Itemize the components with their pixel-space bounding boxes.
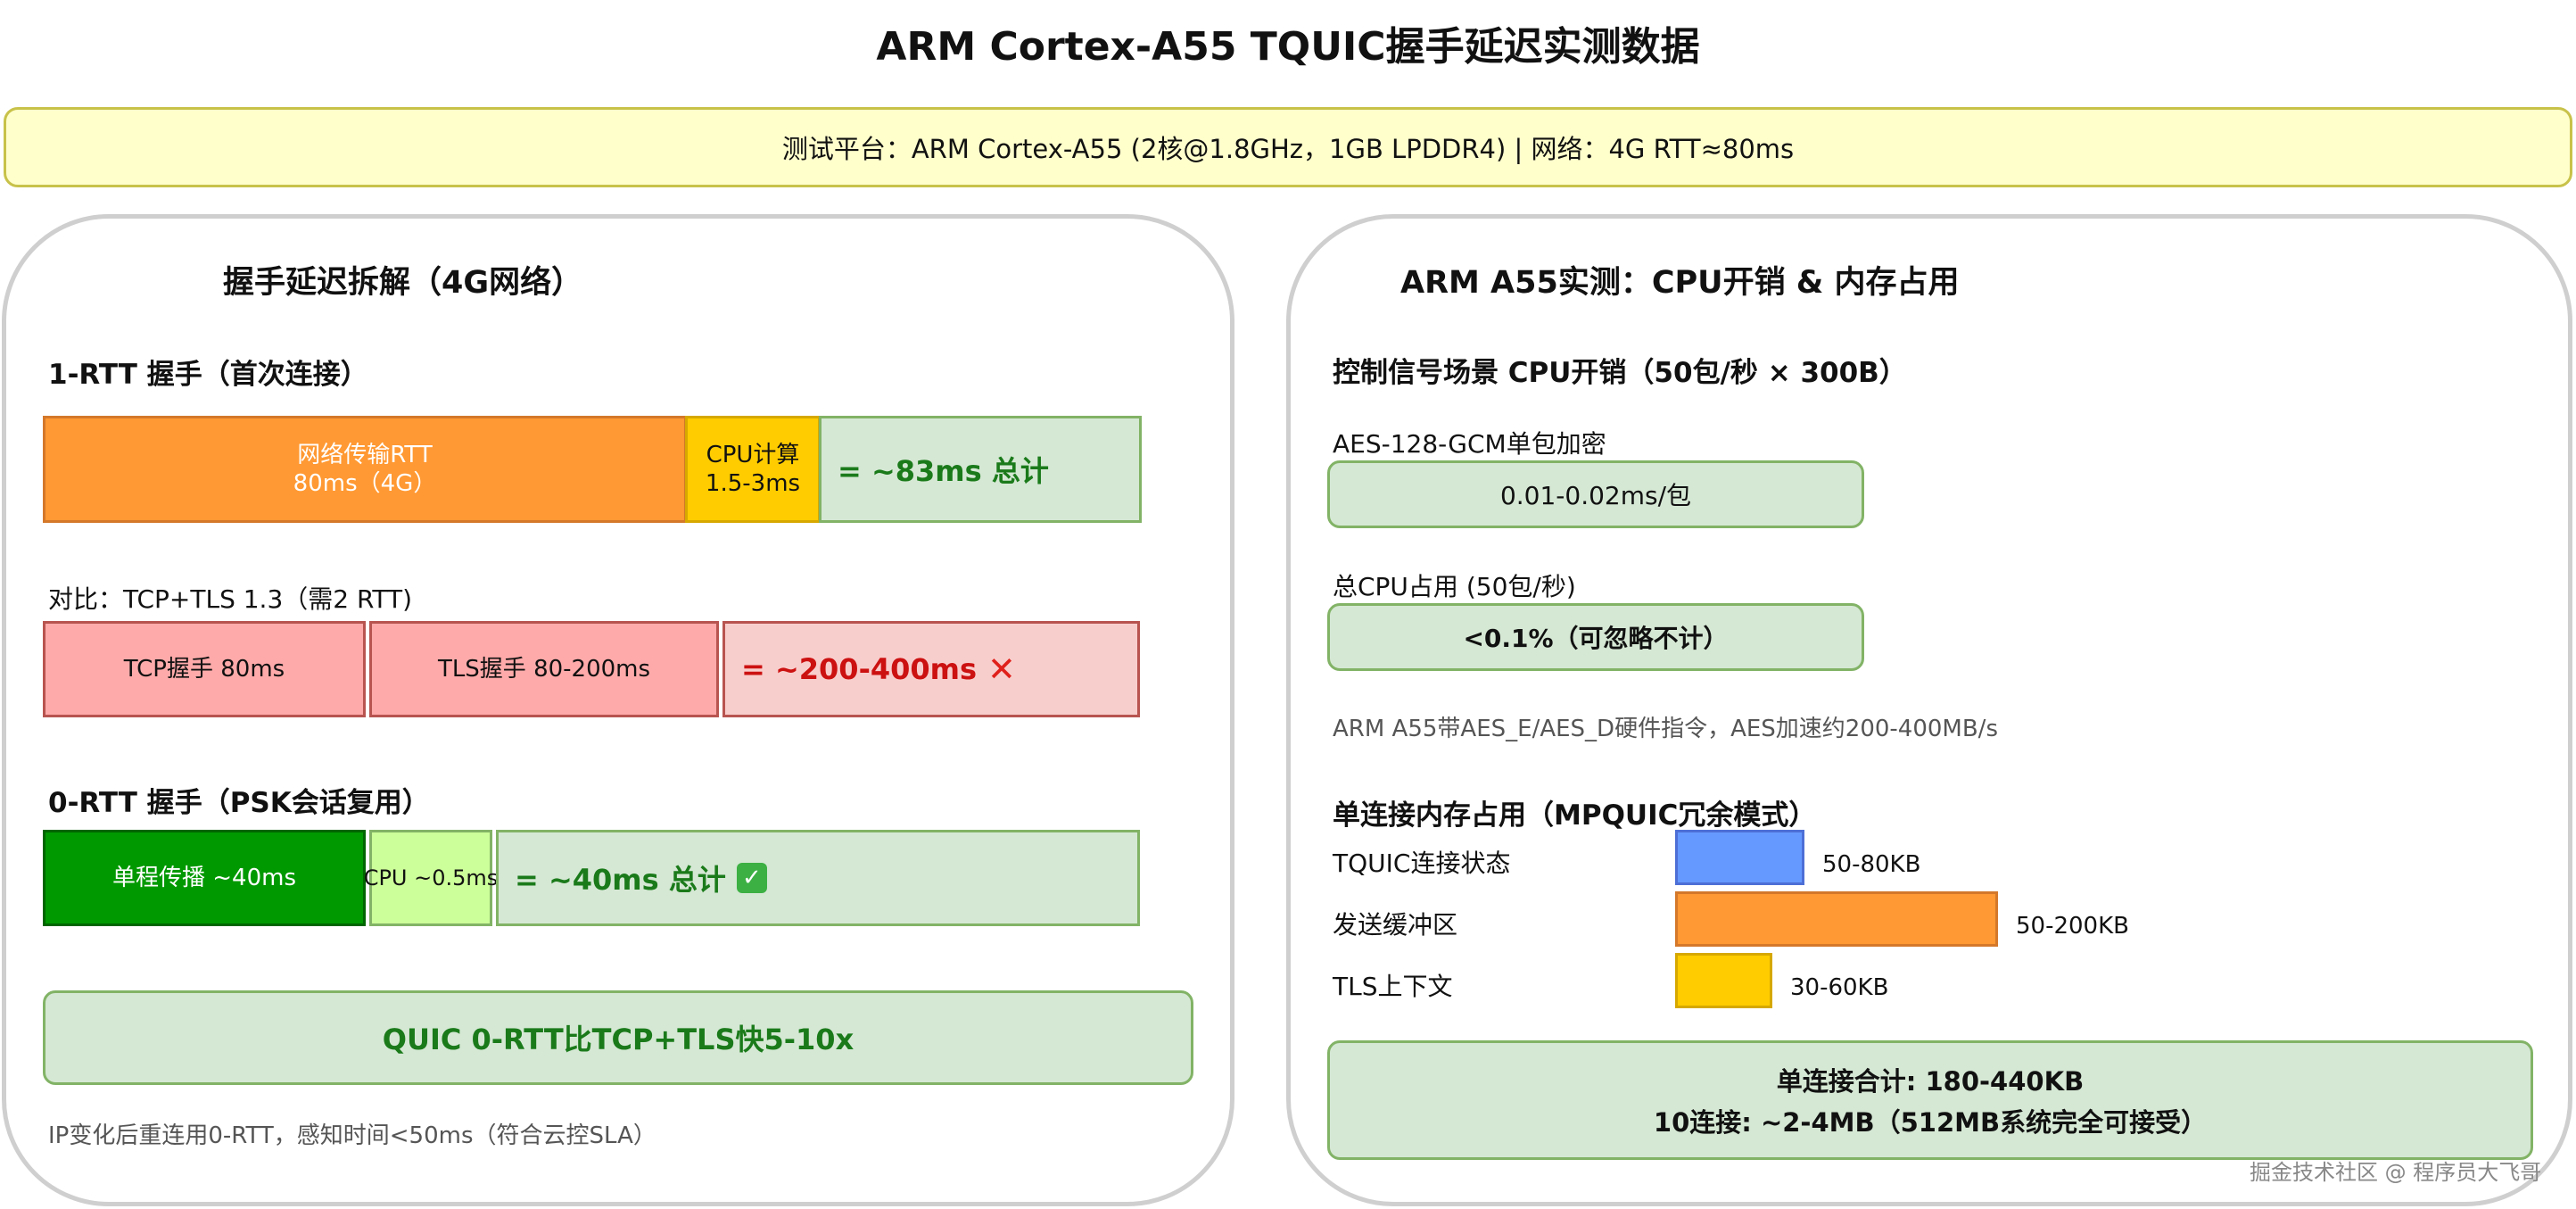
rtt0-heading: 0-RTT 握手（PSK会话复用）: [48, 787, 430, 819]
rtt0-oneway-text: 单程传播 ~40ms: [111, 864, 296, 891]
tls-handshake-text: TLS握手 80-200ms: [437, 655, 651, 683]
memory-heading: 单连接内存占用（MPQUIC冗余模式）: [1333, 799, 1817, 832]
rtt1-cpu-box: CPU计算 1.5-3ms: [685, 416, 821, 523]
total-cpu-box: <0.1%（可忽略不计）: [1327, 603, 1864, 671]
compare-total-box: = ~200-400ms ✕: [722, 621, 1140, 717]
tcp-handshake-box: TCP握手 80ms: [43, 621, 366, 717]
compare-heading: 对比：TCP+TLS 1.3（需2 RTT): [48, 584, 413, 614]
rtt1-heading: 1-RTT 握手（首次连接）: [48, 359, 368, 391]
page-title: ARM Cortex-A55 TQUIC握手延迟实测数据: [876, 24, 1700, 70]
tls-handshake-box: TLS握手 80-200ms: [369, 621, 719, 717]
memory-total-line1: 单连接合计: 180-440KB: [1776, 1066, 2085, 1097]
compare-total-text: = ~200-400ms: [741, 652, 978, 686]
memory-value: 50-80KB: [1822, 851, 1921, 878]
total-cpu-text: <0.1%（可忽略不计）: [1463, 624, 1729, 653]
memory-bar: [1675, 891, 1998, 947]
aes-label: AES-128-GCM单包加密: [1333, 429, 1606, 459]
memory-value: 30-60KB: [1790, 974, 1889, 1001]
memory-label: TQUIC连接状态: [1333, 849, 1511, 878]
rtt0-total-text: = ~40ms 总计: [515, 863, 726, 897]
arm-measurement-title: ARM A55实测：CPU开销 & 内存占用: [1400, 265, 1960, 301]
total-cpu-label: 总CPU占用 (50包/秒): [1333, 572, 1576, 601]
tcp-handshake-text: TCP握手 80ms: [123, 655, 285, 683]
rtt1-network-box: 网络传输RTT 80ms（4G）: [43, 416, 687, 523]
memory-bar: [1675, 830, 1804, 885]
rtt0-cpu-box: CPU ~0.5ms: [364, 830, 498, 926]
memory-total-line2: 10连接: ~2-4MB（512MB系统完全可接受）: [1653, 1107, 2208, 1138]
rtt0-oneway-box: 单程传播 ~40ms: [43, 830, 366, 926]
aes-hardware-note: ARM A55带AES_E/AES_D硬件指令，AES加速约200-400MB/…: [1333, 716, 1998, 742]
handshake-panel-title: 握手延迟拆解（4G网络）: [223, 265, 583, 301]
reconnect-note: IP变化后重连用0-RTT，感知时间<50ms（符合云控SLA）: [48, 1122, 656, 1149]
cpu-overhead-heading: 控制信号场景 CPU开销（50包/秒 × 300B）: [1333, 357, 1907, 389]
quic-speedup-text: QUIC 0-RTT比TCP+TLS快5-10x: [382, 1023, 855, 1056]
watermark: 掘金技术社区 @ 程序员大飞哥: [2250, 1160, 2542, 1185]
memory-value: 50-200KB: [2016, 913, 2129, 940]
check-mark-icon: ✓: [736, 863, 767, 893]
rtt1-network-text: 网络传输RTT 80ms（4G）: [293, 441, 437, 498]
test-platform-banner: 测试平台：ARM Cortex-A55 (2核@1.8GHz，1GB LPDDR…: [4, 107, 2572, 187]
rtt1-total-text: = ~83ms 总计: [838, 454, 1049, 488]
rtt1-total-box: = ~83ms 总计: [819, 416, 1142, 523]
memory-total-box: 单连接合计: 180-440KB 10连接: ~2-4MB（512MB系统完全可…: [1327, 1040, 2533, 1160]
banner-text: 测试平台：ARM Cortex-A55 (2核@1.8GHz，1GB LPDDR…: [781, 134, 1795, 164]
rtt1-cpu-text: CPU计算 1.5-3ms: [705, 441, 801, 498]
cross-mark-icon: ✕: [987, 650, 1016, 689]
quic-speedup-summary: QUIC 0-RTT比TCP+TLS快5-10x: [43, 990, 1193, 1085]
aes-value-text: 0.01-0.02ms/包: [1499, 481, 1692, 510]
rtt0-cpu-text: CPU ~0.5ms: [363, 865, 499, 890]
memory-bar: [1675, 953, 1772, 1008]
rtt0-total-box: = ~40ms 总计 ✓: [496, 830, 1140, 926]
memory-label: TLS上下文: [1333, 972, 1453, 1001]
memory-label: 发送缓冲区: [1333, 910, 1458, 940]
aes-value-box: 0.01-0.02ms/包: [1327, 460, 1864, 528]
